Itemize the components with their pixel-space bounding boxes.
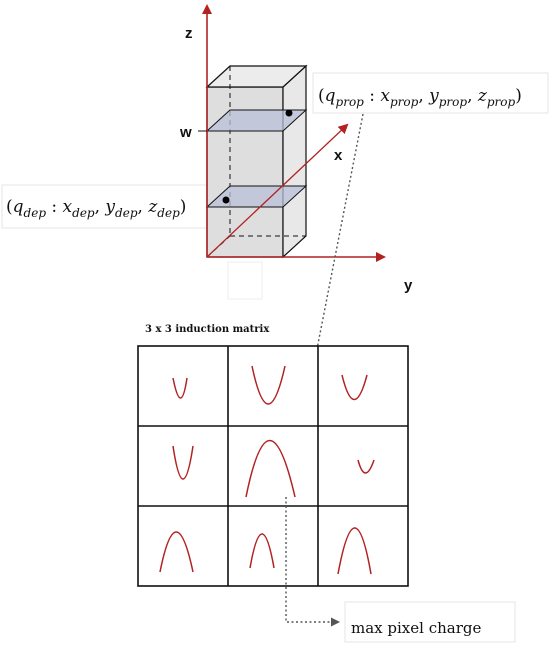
cell-2-2-curve bbox=[245, 439, 296, 498]
dep-point bbox=[222, 196, 230, 204]
cell-1-3-curve bbox=[341, 374, 368, 400]
prop-label-frame bbox=[312, 72, 549, 114]
x-axis-label: x bbox=[334, 147, 343, 164]
lower-plane bbox=[205, 185, 308, 208]
max-pixel-charge-label: max pixel charge bbox=[351, 619, 481, 637]
axis-origin-frame bbox=[227, 261, 263, 300]
prop-point bbox=[285, 109, 293, 117]
cell-3-1-curve bbox=[159, 531, 194, 573]
x-axis bbox=[206, 123, 349, 258]
dep-coordinates: (qdep : xdep, ydep, zdep) bbox=[6, 197, 186, 220]
cell-2-3-curve bbox=[357, 459, 375, 474]
prop-coordinates: (qprop : xprop, yprop, zprop) bbox=[318, 86, 522, 109]
matrix-title: 3 x 3 induction matrix bbox=[145, 324, 270, 335]
detector-volume bbox=[205, 64, 308, 259]
y-axis-label: y bbox=[404, 277, 413, 294]
max-pixel-charge-box bbox=[344, 601, 516, 643]
cell-3-2-curve bbox=[249, 533, 275, 569]
cell-2-1-curve bbox=[172, 445, 194, 480]
z-axis-label: z bbox=[185, 25, 193, 42]
cell-3-3-curve bbox=[337, 527, 372, 575]
max-charge-connector bbox=[285, 497, 340, 627]
upper-plane bbox=[205, 109, 308, 132]
cell-1-1-curve bbox=[172, 377, 188, 399]
cell-1-2-curve bbox=[251, 365, 286, 405]
w-label: w bbox=[179, 124, 192, 141]
induction-matrix bbox=[137, 345, 409, 587]
